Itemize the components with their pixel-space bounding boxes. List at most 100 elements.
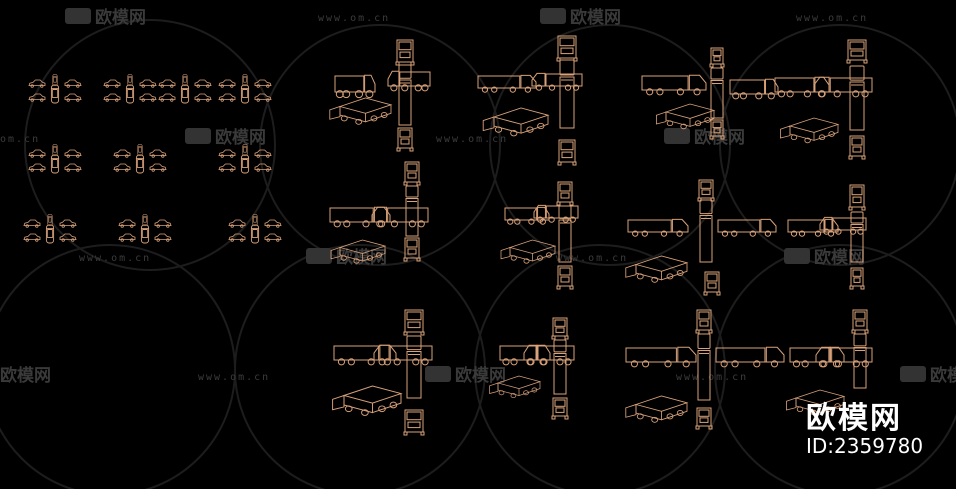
watermark-logo-text: 欧模网 bbox=[0, 365, 51, 386]
car-side-icon bbox=[254, 149, 272, 158]
car-side-icon bbox=[149, 163, 167, 172]
car-side-icon bbox=[64, 93, 82, 102]
truck-side-icon bbox=[715, 346, 785, 368]
truck-front-icon bbox=[697, 179, 715, 202]
car-side-icon bbox=[228, 233, 246, 242]
watermark-url: om.cn bbox=[0, 134, 40, 145]
watermark-logo-text: 欧模网 bbox=[336, 247, 387, 268]
car-top-icon bbox=[140, 224, 150, 244]
car-top-icon bbox=[240, 154, 250, 174]
truck-front-icon bbox=[557, 139, 577, 166]
truck-top-icon bbox=[710, 67, 724, 119]
car-top-icon bbox=[52, 74, 58, 86]
brand-id-label: ID:2359780 bbox=[806, 434, 924, 458]
car-top-icon bbox=[240, 84, 250, 104]
truck-perspective-icon bbox=[500, 239, 557, 264]
watermark-urls: www.om.cn www.om.cn om.cn www.om.cn www.… bbox=[0, 13, 868, 383]
truck-side-icon bbox=[813, 76, 873, 98]
car-side-icon bbox=[154, 233, 172, 242]
truck-perspective-icon bbox=[625, 255, 689, 283]
watermark-logo-text: 欧模网 bbox=[215, 127, 266, 148]
truck-side-icon bbox=[523, 344, 575, 366]
car-side-icon bbox=[28, 93, 46, 102]
truck-front-icon bbox=[403, 409, 425, 436]
truck-perspective-icon bbox=[785, 389, 846, 416]
truck-perspective-icon bbox=[625, 395, 689, 423]
truck-front-icon bbox=[849, 267, 865, 290]
car-side-icon bbox=[113, 163, 131, 172]
truck-front-icon bbox=[556, 265, 574, 290]
car-side-icon bbox=[218, 149, 236, 158]
truck-front-icon bbox=[403, 237, 421, 262]
car-side-icon bbox=[59, 219, 77, 228]
car-top-icon bbox=[52, 144, 58, 156]
car-top-icon bbox=[242, 74, 248, 86]
truck-front-icon bbox=[556, 35, 578, 62]
car-side-icon bbox=[158, 93, 176, 102]
watermark-logos: 欧模网 欧模网 欧模网 欧模网 欧模网 欧模网 欧模网 欧模网 欧模网 bbox=[0, 7, 956, 386]
truck-front-icon bbox=[556, 181, 574, 206]
truck-perspective-icon bbox=[779, 117, 840, 144]
car-side-icon bbox=[59, 233, 77, 242]
truck-side-icon bbox=[531, 72, 583, 91]
car-top-icon bbox=[137, 144, 143, 156]
truck-blocks bbox=[329, 35, 873, 436]
car-side-icon bbox=[264, 233, 282, 242]
watermark-circles bbox=[0, 19, 956, 489]
truck-side-icon bbox=[729, 78, 779, 100]
car-side-icon bbox=[28, 79, 46, 88]
car-side-icon bbox=[218, 93, 236, 102]
truck-top-icon bbox=[699, 199, 713, 263]
truck-perspective-icon bbox=[655, 103, 716, 130]
car-side-icon bbox=[28, 149, 46, 158]
truck-perspective-icon bbox=[329, 97, 393, 125]
truck-front-icon bbox=[396, 127, 414, 152]
watermark-url: www.om.cn bbox=[436, 134, 508, 145]
truck-front-icon bbox=[403, 309, 425, 336]
watermark-logo-text: 欧模网 bbox=[930, 365, 956, 386]
truck-front-icon bbox=[846, 39, 868, 64]
truck-side-icon bbox=[819, 216, 867, 235]
car-side-icon bbox=[139, 79, 157, 88]
truck-top-icon bbox=[553, 339, 567, 395]
car-side-icon bbox=[254, 93, 272, 102]
car-side-icon bbox=[194, 93, 212, 102]
truck-perspective-icon bbox=[482, 107, 550, 137]
truck-front-icon bbox=[703, 271, 721, 296]
truck-side-icon bbox=[787, 218, 839, 237]
truck-side-icon bbox=[789, 346, 845, 368]
truck-side-icon bbox=[371, 206, 429, 228]
truck-perspective-icon bbox=[332, 385, 403, 416]
truck-front-icon bbox=[695, 407, 713, 430]
truck-side-icon bbox=[625, 346, 697, 368]
truck-top-icon bbox=[559, 59, 575, 129]
car-top-icon bbox=[50, 84, 60, 104]
truck-front-icon bbox=[709, 47, 725, 68]
car-side-icon bbox=[64, 149, 82, 158]
truck-front-icon bbox=[695, 309, 713, 334]
truck-side-icon bbox=[333, 344, 397, 366]
watermark-url: www.om.cn bbox=[556, 253, 628, 264]
car-blocks bbox=[23, 74, 282, 244]
car-side-icon bbox=[254, 163, 272, 172]
car-side-icon bbox=[139, 93, 157, 102]
watermark-logo-text: 欧模网 bbox=[95, 7, 146, 28]
car-side-icon bbox=[154, 219, 172, 228]
truck-perspective-icon bbox=[489, 375, 542, 399]
truck-front-icon bbox=[551, 397, 569, 420]
car-side-icon bbox=[158, 79, 176, 88]
car-side-icon bbox=[194, 79, 212, 88]
truck-front-icon bbox=[848, 184, 866, 211]
car-top-icon bbox=[45, 224, 55, 244]
watermark-logo-text: 欧模网 bbox=[814, 247, 865, 268]
truck-side-icon bbox=[373, 344, 433, 366]
car-side-icon bbox=[254, 79, 272, 88]
watermark-url: www.om.cn bbox=[796, 13, 868, 24]
car-top-icon bbox=[142, 214, 148, 226]
truck-front-icon bbox=[395, 39, 415, 66]
truck-side-icon bbox=[499, 344, 551, 366]
car-side-icon bbox=[64, 79, 82, 88]
watermark-url: www.om.cn bbox=[676, 372, 748, 383]
car-side-icon bbox=[228, 219, 246, 228]
watermark-logo-text: 欧模网 bbox=[694, 127, 745, 148]
